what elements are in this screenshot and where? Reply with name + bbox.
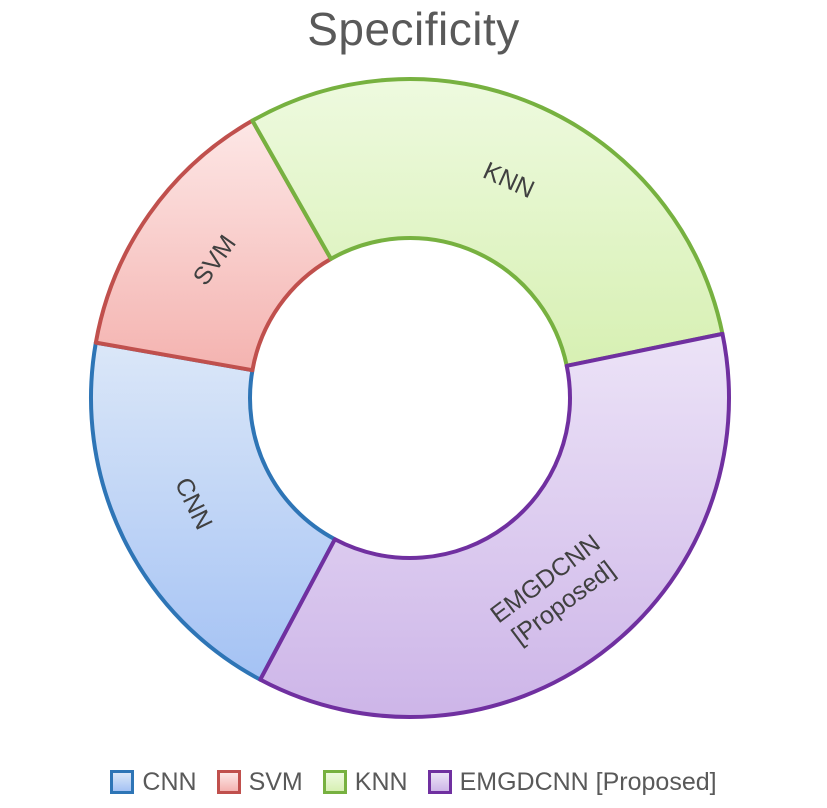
legend-item-emgdcnn[interactable]: EMGDCNN [Proposed] (427, 767, 717, 797)
legend-item-svm[interactable]: SVM (216, 767, 303, 797)
legend-swatch-knn (322, 770, 347, 794)
legend-label-knn: KNN (354, 767, 408, 796)
legend-swatch-emgdcnn (427, 770, 452, 794)
slice-emgdcnn-proposed[interactable] (258, 331, 731, 719)
legend-label-cnn: CNN (142, 767, 197, 796)
legend-item-cnn[interactable]: CNN (110, 767, 197, 797)
slice-svm[interactable] (93, 118, 333, 373)
legend-swatch-cnn (110, 770, 135, 794)
legend-swatch-svm (216, 770, 241, 794)
slice-cnn[interactable] (89, 340, 337, 682)
legend-item-knn[interactable]: KNN (322, 767, 408, 797)
legend-label-emgdcnn: EMGDCNN [Proposed] (459, 767, 717, 796)
legend-label-svm: SVM (248, 767, 303, 796)
chart-title: Specificity (307, 3, 520, 55)
slice-knn[interactable] (250, 77, 725, 368)
legend: CNN SVM KNN EMGDCNN [Proposed] (0, 762, 827, 802)
